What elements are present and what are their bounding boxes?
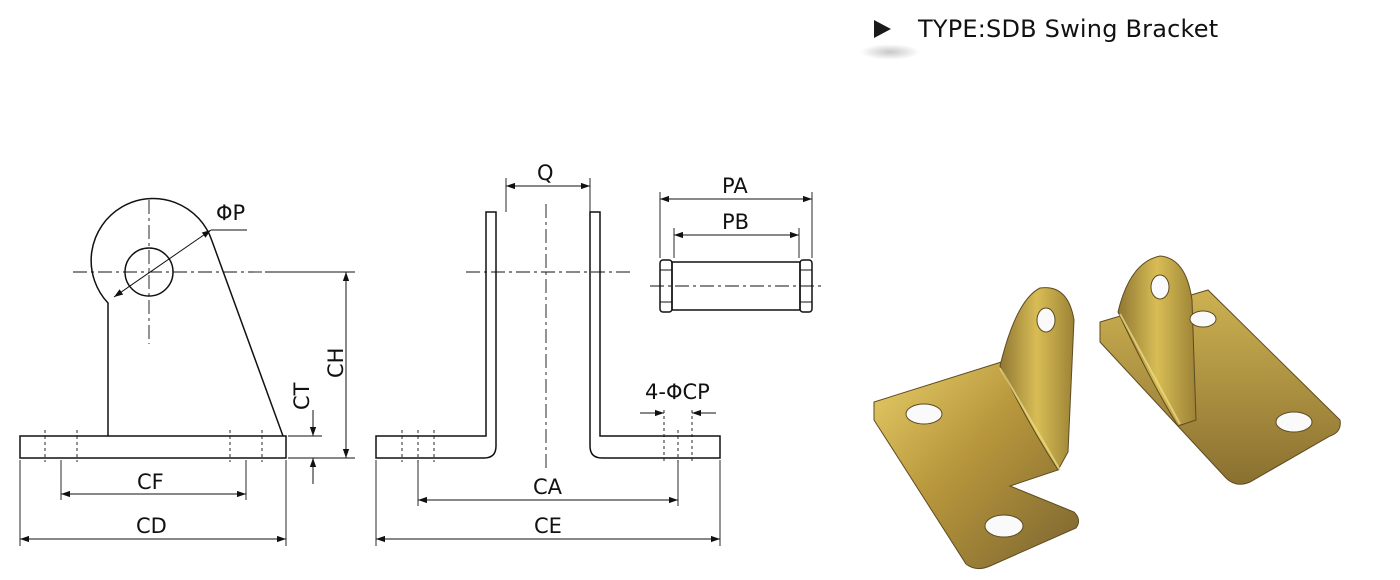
cp-label: 4-ΦCP (645, 380, 710, 404)
photo-bracket-front-pin-hole (1036, 307, 1056, 333)
front-view (375, 178, 721, 546)
ce-label: CE (534, 514, 562, 538)
ca-label: CA (533, 475, 563, 499)
front-view-left-flange (375, 211, 497, 459)
photo-bracket-back-upright (1117, 255, 1197, 427)
q-label: Q (537, 161, 554, 185)
cd-label: CD (136, 514, 167, 538)
ct-label: CT (290, 382, 314, 410)
photo-fold-line (1119, 313, 1181, 425)
front-view-right-flange (589, 211, 721, 459)
photo-bracket-front-mount-hole (905, 403, 943, 425)
page-title: TYPE:SDB Swing Bracket (918, 15, 1219, 43)
phi-p-label: ΦP (216, 201, 245, 225)
pa-label: PA (722, 174, 748, 198)
side-view (19, 197, 355, 546)
side-view-outline (90, 197, 284, 437)
photo-bracket-back-mount-hole (1275, 411, 1313, 433)
photo-bracket-front-upright (999, 287, 1075, 471)
pb-label: PB (722, 210, 749, 234)
pin-view (650, 192, 824, 313)
page-header: TYPE:SDB Swing Bracket (874, 12, 1218, 46)
photo-bracket-front-mount-hole (984, 514, 1024, 538)
photo-fold-line (999, 367, 1061, 471)
ch-label: CH (324, 348, 348, 378)
photo-bracket-back-pin-hole (1150, 274, 1170, 300)
phi-p-leader (113, 229, 212, 298)
side-view-base-plate (19, 435, 287, 459)
triangle-right-icon (874, 20, 891, 38)
cf-label: CF (137, 470, 164, 494)
swing-bracket-photo (873, 255, 1341, 570)
header-shadow (860, 44, 920, 60)
photo-bracket-back-mount-hole (1189, 310, 1217, 328)
